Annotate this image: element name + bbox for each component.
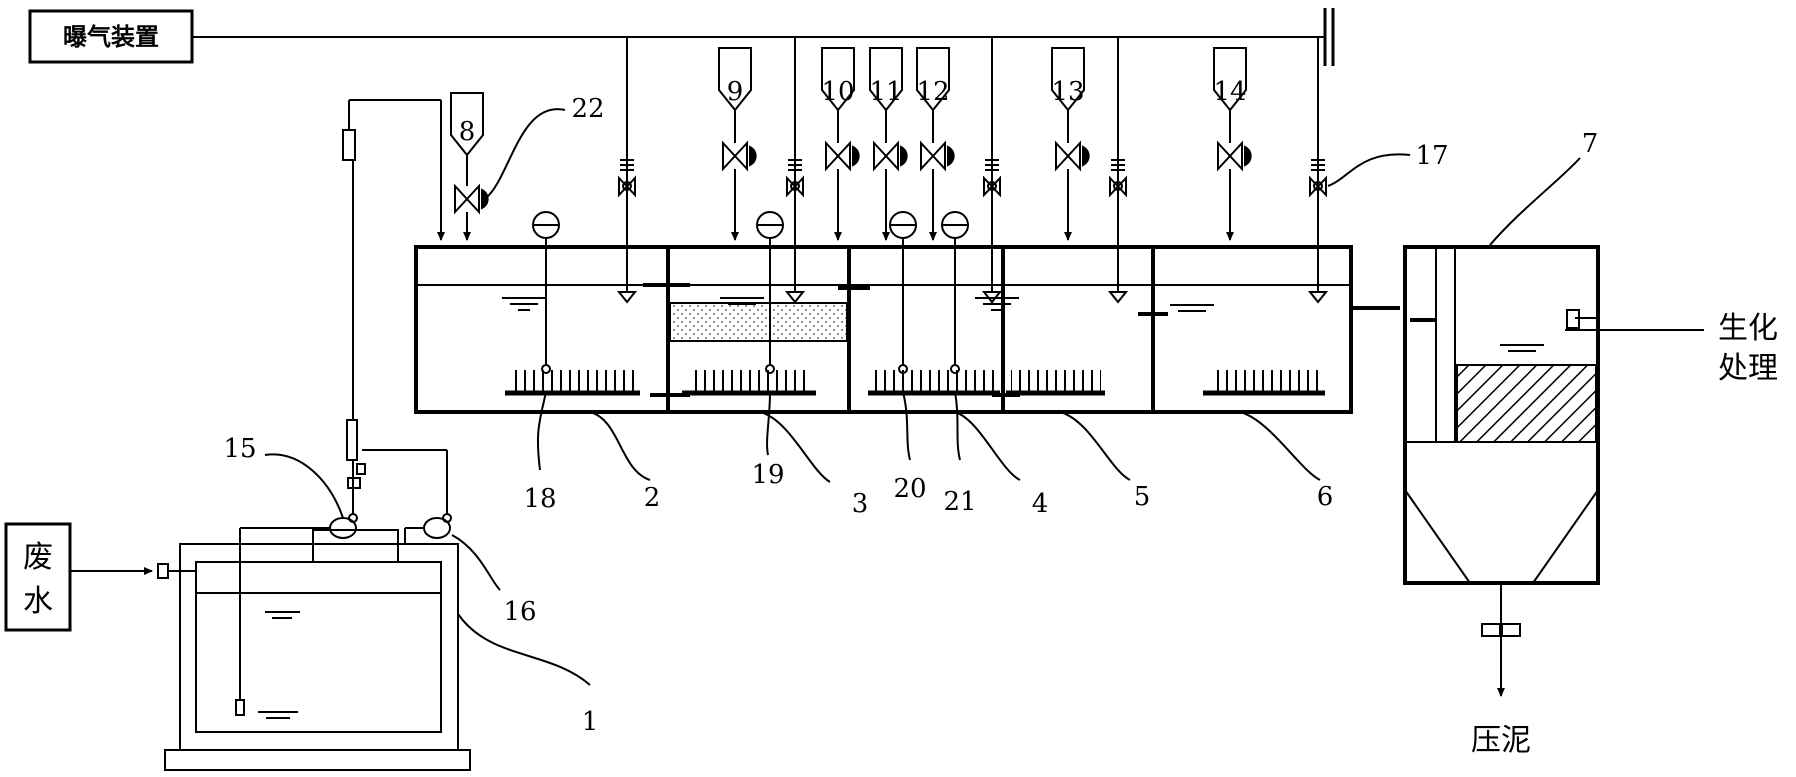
air-drop-tank4 <box>983 37 1001 292</box>
part-number-3: 3 <box>852 489 869 519</box>
biochem-label-line1: 生化 <box>1718 311 1778 346</box>
pump-frame <box>312 529 399 563</box>
part-number-7: 7 <box>1582 129 1599 159</box>
dosing-hopper-12 <box>916 47 955 241</box>
part-number-21: 21 <box>943 487 976 517</box>
diffuser-tank3 <box>682 370 816 396</box>
part-number-20: 20 <box>893 474 926 504</box>
sand-filter-layer <box>669 302 848 342</box>
part-number-22: 22 <box>571 94 604 124</box>
pump-15 <box>325 513 358 539</box>
part-number-13: 13 <box>1051 77 1084 107</box>
raw-water-tank-1 <box>164 543 471 771</box>
sensor-18 <box>532 211 560 374</box>
part-number-12: 12 <box>916 77 949 107</box>
diffuser-tank5 <box>1006 370 1105 396</box>
part-number-1: 1 <box>582 707 599 737</box>
dosing-hopper-11 <box>869 47 908 241</box>
air-drop-tank2 <box>618 37 636 292</box>
part-number-6: 6 <box>1317 482 1334 512</box>
part-number-16: 16 <box>503 597 536 627</box>
part-number-11: 11 <box>869 77 902 107</box>
air-drop-tank6 <box>1309 37 1327 292</box>
sludge-press-label: 压泥 <box>1471 723 1531 758</box>
sensor-20 <box>889 211 917 374</box>
part-number-18: 18 <box>523 484 556 514</box>
air-drop-tank3 <box>786 37 804 292</box>
dosing-hopper-14 <box>1213 47 1252 241</box>
dosing-hopper-10 <box>821 47 860 241</box>
sensor-19 <box>756 211 784 374</box>
part-number-2: 2 <box>644 483 661 513</box>
part-number-17: 17 <box>1415 141 1448 171</box>
dosing-hopper-13 <box>1051 47 1090 241</box>
diffuser-tank6 <box>1203 370 1325 396</box>
part-number-8: 8 <box>459 117 476 147</box>
pump-16 <box>405 513 452 539</box>
dosing-hopper-9 <box>718 47 757 241</box>
part-number-19: 19 <box>751 460 784 490</box>
part-number-4: 4 <box>1032 489 1049 519</box>
part-number-10: 10 <box>821 77 854 107</box>
settling-tank-7 <box>1403 245 1600 585</box>
diffuser-tank4 <box>868 370 1000 396</box>
part-number-15: 15 <box>223 434 256 464</box>
part-number-5: 5 <box>1134 482 1151 512</box>
part-number-14: 14 <box>1213 77 1246 107</box>
air-drop-tank5 <box>1109 37 1127 292</box>
biochem-label-line2: 处理 <box>1718 351 1778 386</box>
reactor-tanks-outline <box>414 245 1353 414</box>
part-number-9: 9 <box>727 77 744 107</box>
aeration-device-label: 曝气装置 <box>63 22 159 51</box>
wastewater-label-line1: 废 <box>23 540 53 575</box>
wastewater-label-line2: 水 <box>23 584 53 619</box>
diffuser-tank2 <box>505 370 640 396</box>
dosing-hopper-8 <box>450 92 489 241</box>
sensor-21 <box>941 211 969 374</box>
wastewater-box <box>4 522 72 632</box>
